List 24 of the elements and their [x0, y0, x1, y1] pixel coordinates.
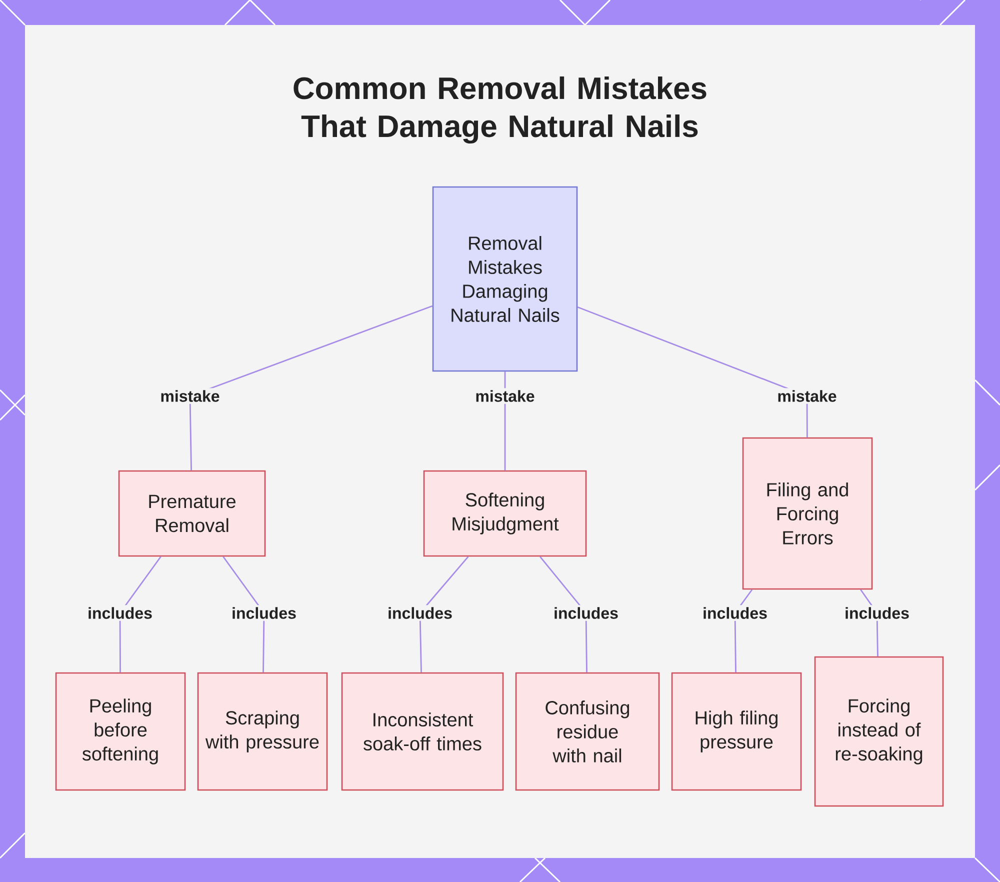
process-box: High filing pressure [671, 672, 802, 791]
process-box: Softening Misjudgment [423, 470, 587, 557]
edge-label: mistake [473, 388, 537, 404]
process-box: Peeling before softening [55, 672, 186, 791]
process-box: Confusing residue with nail [515, 672, 660, 791]
process-box: Filing and Forcing Errors [742, 437, 873, 590]
connector [577, 306, 808, 438]
root-box: Removal Mistakes Damaging Natural Nails [432, 186, 578, 372]
edge-label: includes [842, 605, 912, 621]
edge-label: includes [552, 605, 620, 621]
edge-label: includes [386, 605, 454, 621]
edge-label: mistake [158, 388, 222, 404]
connector [189, 305, 433, 470]
connector [119, 556, 162, 672]
edge-label: includes [700, 605, 770, 621]
process-box: Inconsistent soak-off times [341, 672, 504, 791]
process-box: Premature Removal [118, 470, 266, 557]
process-box: Forcing instead of re-soaking [814, 656, 944, 807]
edge-label: includes [86, 605, 154, 621]
edge-label: mistake [775, 388, 839, 404]
connector [222, 556, 265, 672]
edge-label: includes [230, 605, 298, 621]
process-box: Scraping with pressure [197, 672, 328, 791]
title: Common Removal Mistakes That Damage Natural Nails [294, 76, 706, 144]
